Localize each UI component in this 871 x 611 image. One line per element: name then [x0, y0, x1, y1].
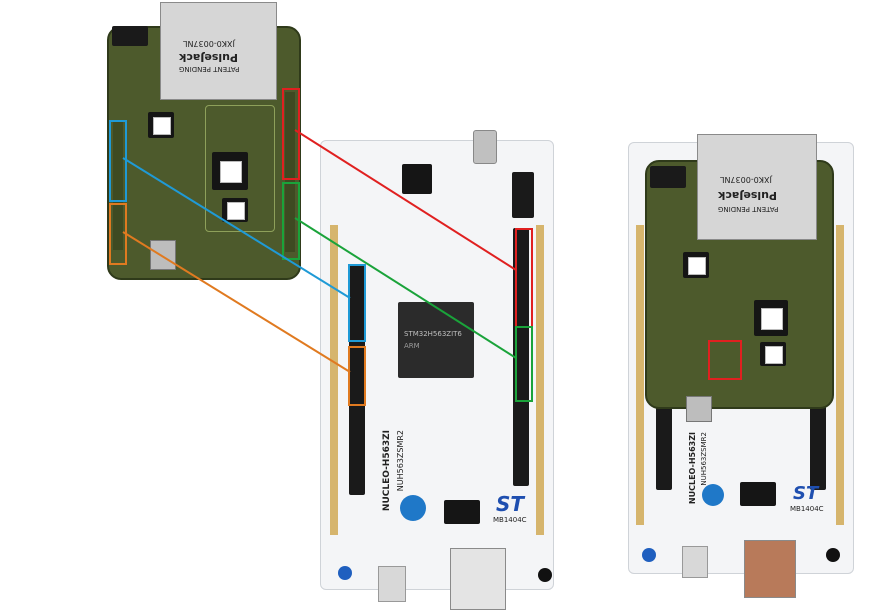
right-st-logo: ST: [793, 483, 819, 504]
right-gold-left: [636, 225, 644, 525]
highlight-green-nucleo: [515, 326, 533, 402]
usb-left: [150, 240, 176, 270]
nucleo-top-header: [512, 172, 534, 218]
right-user-button[interactable]: [642, 548, 656, 562]
st-logo: ST: [496, 492, 525, 516]
line-green: [294, 217, 517, 359]
mcu-label: STM32H563ZIT6: [404, 330, 462, 338]
right-ethernet: [744, 540, 796, 598]
highlight-red-left: [282, 88, 300, 180]
highlight-orange-nucleo: [348, 346, 366, 406]
mcu-sub: ARM: [404, 342, 420, 350]
chip-left-3: [222, 198, 248, 222]
line-red: [294, 129, 517, 271]
right-model: NUCLEO-H563ZI: [688, 432, 697, 505]
nucleo-logo-blue: [400, 495, 426, 521]
right-chip-1: [683, 252, 709, 278]
nucleo-gold-right: [536, 225, 544, 535]
right-chip-2: [754, 300, 788, 336]
right-header-top: [650, 166, 686, 188]
nucleo-header-left: [349, 265, 365, 495]
nucleo-gold-left: [330, 225, 338, 535]
nucleo-usbc-bottom: [378, 566, 406, 602]
nucleo-ethernet: [450, 548, 506, 610]
line-blue: [122, 157, 351, 299]
nucleo-usbc-top: [473, 130, 497, 164]
right-reset-button[interactable]: [826, 548, 840, 562]
right-logo-blue: [702, 484, 724, 506]
module-left: [205, 105, 275, 232]
right-jack-brand: PulseJack: [718, 189, 778, 202]
nucleo-stlink-chip: [402, 164, 432, 194]
pins-right-col-left-board: [285, 92, 295, 252]
right-mb: MB1404C: [790, 505, 824, 513]
right-usb: [686, 396, 712, 422]
user-button[interactable]: [338, 566, 352, 580]
right-bottom-chip: [740, 482, 776, 506]
line-orange: [122, 231, 351, 373]
right-header-right: [810, 400, 826, 490]
nucleo-bottom-chip: [444, 500, 480, 524]
header-top-left: [112, 26, 148, 46]
right-sub: NUH563ZSMR2: [700, 432, 708, 486]
ethernet-jack-right: PulseJack JXK0-0037NL PATENT PENDING: [697, 134, 817, 240]
chip-left-1: [148, 112, 174, 138]
right-jack-badge: PATENT PENDING: [718, 205, 779, 213]
pins-left-col: [113, 122, 123, 250]
highlight-red-right: [708, 340, 742, 380]
nucleo-mb: MB1404C: [493, 516, 527, 524]
right-header-left: [656, 400, 672, 490]
highlight-blue-nucleo: [348, 264, 366, 342]
nucleo-header-right: [513, 228, 529, 486]
nucleo-mcu: STM32H563ZIT6 ARM: [398, 302, 474, 378]
right-gold-right: [836, 225, 844, 525]
chip-left-2: [212, 152, 248, 190]
right-jack-part: JXK0-0037NL: [720, 175, 772, 184]
right-usbc-bottom: [682, 546, 708, 578]
ethernet-jack-left: PulseJack JXK0-0037NL PATENT PENDING: [160, 2, 277, 100]
reset-button[interactable]: [538, 568, 552, 582]
right-chip-3: [760, 342, 786, 366]
